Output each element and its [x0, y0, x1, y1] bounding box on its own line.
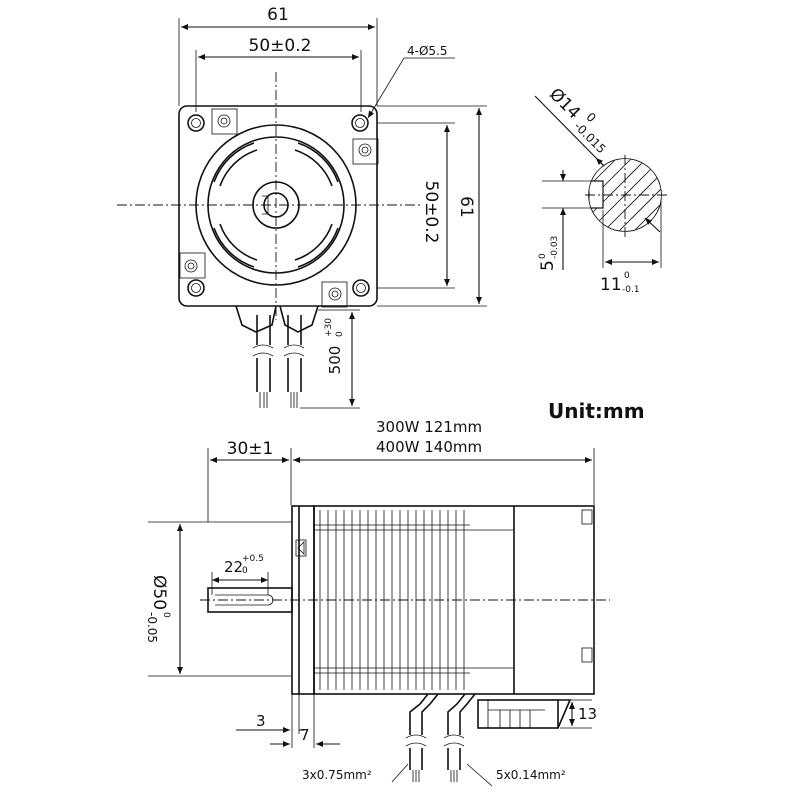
key-depth-tol-up: 0 — [538, 253, 548, 259]
overall-width-label: 61 — [267, 5, 289, 25]
cooling-fins — [319, 510, 465, 690]
front-view: 61 50±0.2 4-Ø5.5 — [117, 5, 487, 409]
pilot-diameter-label: Ø50 — [149, 575, 169, 610]
cable-length-tol: +30 — [324, 318, 334, 337]
mount-hole — [184, 114, 372, 301]
key-length-tol-up: +0.5 — [242, 554, 264, 564]
key-length-tol-low: 0 — [242, 566, 248, 576]
shaft-diameter-tol-low: -0.015 — [571, 119, 608, 156]
connector-block — [477, 699, 559, 729]
overall-height-label: 61 — [456, 196, 476, 218]
length-300w-label: 300W 121mm — [376, 418, 482, 436]
motor-body — [313, 505, 595, 695]
shaft-length-label: 30±1 — [227, 439, 274, 459]
cable-length-tol-low: 0 — [335, 331, 345, 337]
flat-width-tol-up: 0 — [624, 271, 630, 281]
flange-thickness-label: 7 — [300, 726, 310, 744]
side-cables — [405, 693, 476, 782]
shaft-diameter-label: Ø14 — [545, 84, 584, 123]
flat-width-tol-low: -0.1 — [622, 285, 640, 295]
shaft-section: Ø14 0 -0.015 5 0 -0.03 11 0 -0.1 — [534, 84, 668, 295]
cable-exit — [235, 305, 319, 408]
connector-height-label: 13 — [578, 705, 597, 723]
cable-power-label: 3x0.75mm² — [302, 768, 372, 782]
key-length-label: 22 — [224, 558, 243, 576]
hole-spacing-h-label: 50±0.2 — [249, 36, 312, 56]
side-view: 300W 121mm 400W 140mm 30±1 Ø50 0 -0.05 2… — [145, 418, 610, 787]
flat-width-label: 11 — [600, 275, 622, 295]
leader-mount-holes — [367, 57, 455, 119]
hole-spacing-v-label: 50±0.2 — [421, 181, 441, 244]
key-depth-tol-low: -0.03 — [550, 236, 560, 259]
cable-encoder-label: 5x0.14mm² — [496, 768, 566, 782]
flange-offset-label: 3 — [256, 712, 266, 730]
key-depth-label: 5 — [538, 260, 558, 271]
mount-holes-label: 4-Ø5.5 — [407, 44, 448, 58]
cable-length-label: 500 — [326, 346, 344, 375]
pilot-diameter-tol-low: -0.05 — [145, 612, 159, 643]
motor-face — [178, 105, 378, 307]
length-400w-label: 400W 140mm — [376, 438, 482, 456]
pilot-diameter-tol-up: 0 — [161, 612, 171, 618]
unit-label: Unit:mm — [548, 399, 645, 423]
